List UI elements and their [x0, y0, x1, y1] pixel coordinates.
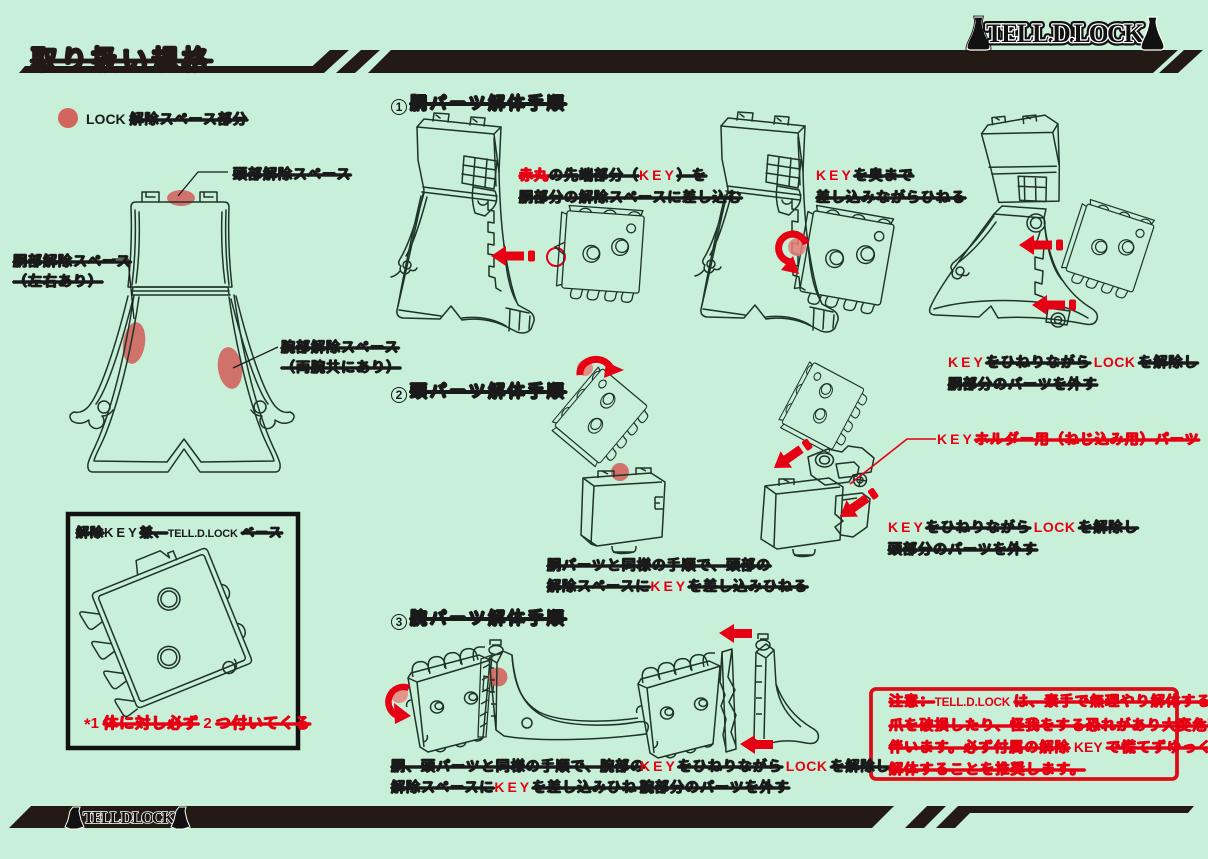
svg-text:TELL.D.LOCK: TELL.D.LOCK	[986, 19, 1145, 48]
svg-text:TELL.D.LOCK: TELL.D.LOCK	[83, 808, 176, 827]
svg-text:TELL.D.LOCK: TELL.D.LOCK	[986, 19, 1145, 48]
